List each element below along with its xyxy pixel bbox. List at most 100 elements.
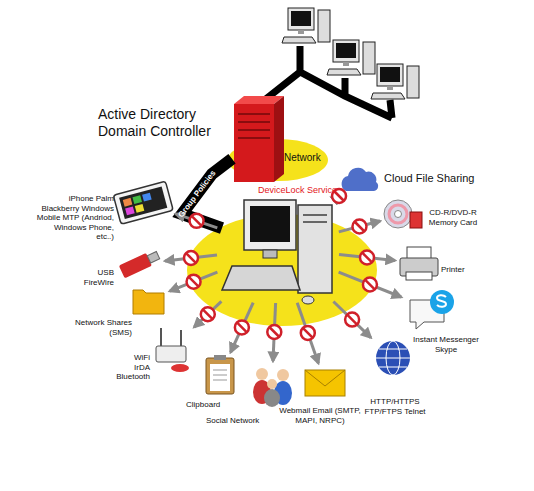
connector-line (182, 159, 232, 228)
device-node: Active Directory Domain Controller (232, 96, 284, 182)
pc-monitor (244, 200, 296, 250)
device-node: Printer (398, 245, 440, 281)
block-sign (267, 325, 281, 339)
phone-tile (123, 198, 133, 207)
block-bar (303, 328, 312, 337)
pc-icon (222, 200, 332, 304)
node-label: Active Directory Domain Controller (98, 106, 236, 140)
connector (194, 301, 221, 327)
dongle (171, 364, 189, 372)
connector (339, 219, 380, 233)
node-label: USB FireWire (80, 268, 114, 287)
skype-mark (437, 295, 446, 307)
server-icon (234, 96, 284, 182)
server-slots (238, 114, 270, 138)
disc-shine (389, 205, 407, 223)
connector-line (170, 272, 218, 291)
block-sign (363, 278, 377, 292)
flap (305, 370, 345, 386)
connector (339, 272, 402, 297)
workstation (282, 8, 330, 43)
person (264, 389, 280, 407)
node-label: WiFi IrDA Bluetooth (116, 353, 150, 382)
node-label: Network Shares (SMS) (64, 318, 132, 337)
device-node: CD-R/DVD-R Memory Card (383, 198, 423, 232)
usb-icon (119, 249, 161, 279)
usb-body (119, 253, 152, 278)
edge-label: Group Policies (176, 169, 217, 220)
disc (384, 200, 412, 228)
server-front (234, 104, 274, 182)
head (256, 368, 268, 380)
wifi-icon (156, 328, 189, 372)
block-bar (192, 216, 201, 225)
disc-hole (395, 211, 402, 218)
device-node: iPhone Palm Blackberry Windows Mobile MT… (113, 183, 173, 223)
device-node: Network Shares (SMS) (131, 284, 167, 315)
pc-stand (263, 250, 277, 258)
node-label: Clipboard (186, 400, 220, 410)
node-label: CD-R/DVD-R Memory Card (424, 208, 482, 227)
clip (214, 355, 226, 360)
cd-icon (384, 200, 422, 228)
workstation (327, 40, 375, 75)
device-node: Webmail Email (SMTP, MAPI, NRPC) (302, 366, 348, 398)
node-label: Cloud File Sharing (384, 172, 475, 185)
block-bar (203, 310, 212, 319)
pc-mouse (302, 296, 314, 304)
cloud-icon (342, 168, 379, 191)
block-bar (237, 323, 246, 332)
pc-tower (298, 205, 332, 293)
connector (339, 250, 395, 264)
board (206, 358, 234, 394)
block-sign (345, 313, 359, 327)
connector (333, 302, 370, 338)
node-label: DeviceLock Service (258, 185, 337, 196)
paper-lines (213, 370, 227, 380)
connector (231, 303, 254, 353)
workstation (371, 64, 419, 99)
node-label: Webmail Email (SMTP, MAPI, NRPC) (268, 406, 372, 425)
node-label: HTTP/HTTPS FTP/FTPS Telnet (364, 397, 426, 416)
node-label: Instant Messenger Skype (404, 335, 488, 354)
connector (182, 159, 232, 228)
phone-tile (135, 204, 145, 213)
pc-keyboard (222, 266, 300, 290)
block-bar (348, 315, 357, 324)
block-bar (365, 280, 374, 289)
server-side (274, 96, 284, 182)
globe-icon (376, 341, 410, 375)
node-label: Printer (441, 265, 465, 275)
connector-line (297, 303, 318, 364)
phone-screen (119, 186, 167, 219)
envelope-icon (305, 370, 345, 396)
block-sign (301, 326, 315, 340)
skype-circle (430, 290, 454, 314)
device-node: HTTP/HTTPS FTP/FTPS Telnet (373, 339, 413, 379)
people-icon (253, 368, 292, 407)
phone-tile (132, 195, 142, 204)
connector (267, 303, 281, 361)
device-node: Cloud File Sharing (340, 165, 378, 193)
antenna (161, 328, 181, 346)
output-tray (406, 272, 432, 280)
device-node: Instant Messenger Skype (404, 288, 454, 328)
head (277, 369, 289, 381)
free-label: Network (284, 152, 321, 163)
connector (297, 303, 318, 364)
globe (376, 341, 410, 375)
pc-screen (250, 206, 290, 242)
router (156, 346, 186, 362)
block-sign (235, 320, 249, 334)
memory-card (410, 212, 422, 228)
head (267, 379, 277, 389)
pc-drives (303, 215, 327, 222)
block-sign (352, 219, 366, 233)
device-node: USB FireWire (116, 248, 162, 280)
phone-tile (142, 193, 152, 202)
block-bar (189, 277, 198, 286)
clipboard-icon (206, 355, 234, 394)
